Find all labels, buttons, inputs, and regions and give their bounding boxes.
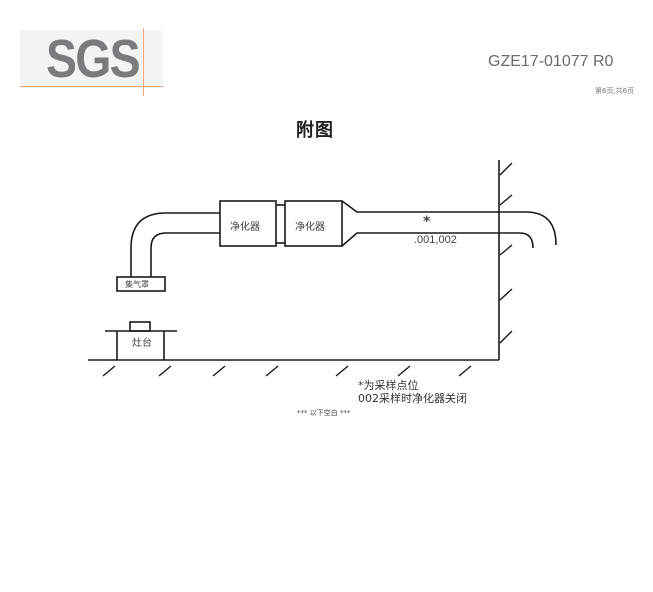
outlet-outer-bend <box>520 211 557 246</box>
sampling-point-marker: * <box>423 214 431 230</box>
sampling-point-ids: .001,002 <box>414 234 457 246</box>
duct-left-outer <box>130 212 220 277</box>
note-sampling-point: *为采样点位 <box>358 379 419 392</box>
logo-text: SGS <box>46 29 141 89</box>
logo-orange-vertical-line <box>143 28 144 96</box>
reducer-cone <box>341 200 520 247</box>
wall-hatch <box>499 162 513 344</box>
ground-hatch <box>102 365 472 377</box>
purifier-2-label: 净化器 <box>295 222 325 233</box>
hood-label: 集气罩 <box>125 280 149 289</box>
page-indicator: 第6页,共6页 <box>595 87 635 95</box>
purifier-1-label: 净化器 <box>230 222 260 233</box>
outlet-inner-bend <box>519 232 534 249</box>
logo-orange-horizontal-line <box>20 86 163 87</box>
purifier-2-box <box>284 200 343 247</box>
purifier-1-box <box>219 200 277 247</box>
stove-label: 灶台 <box>132 338 152 349</box>
duct-left-inner <box>150 232 220 277</box>
sgs-logo: SGS <box>20 28 163 96</box>
stove-burner <box>129 321 151 332</box>
logo-background <box>20 30 163 88</box>
report-number: GZE17-01077 R0 <box>488 53 614 70</box>
page-title: 附图 <box>296 120 334 141</box>
end-of-content-marker: *** 以下空白 *** <box>297 409 351 417</box>
note-purifier-off: 002采样时净化器关闭 <box>358 392 467 405</box>
hood-box <box>116 276 166 292</box>
